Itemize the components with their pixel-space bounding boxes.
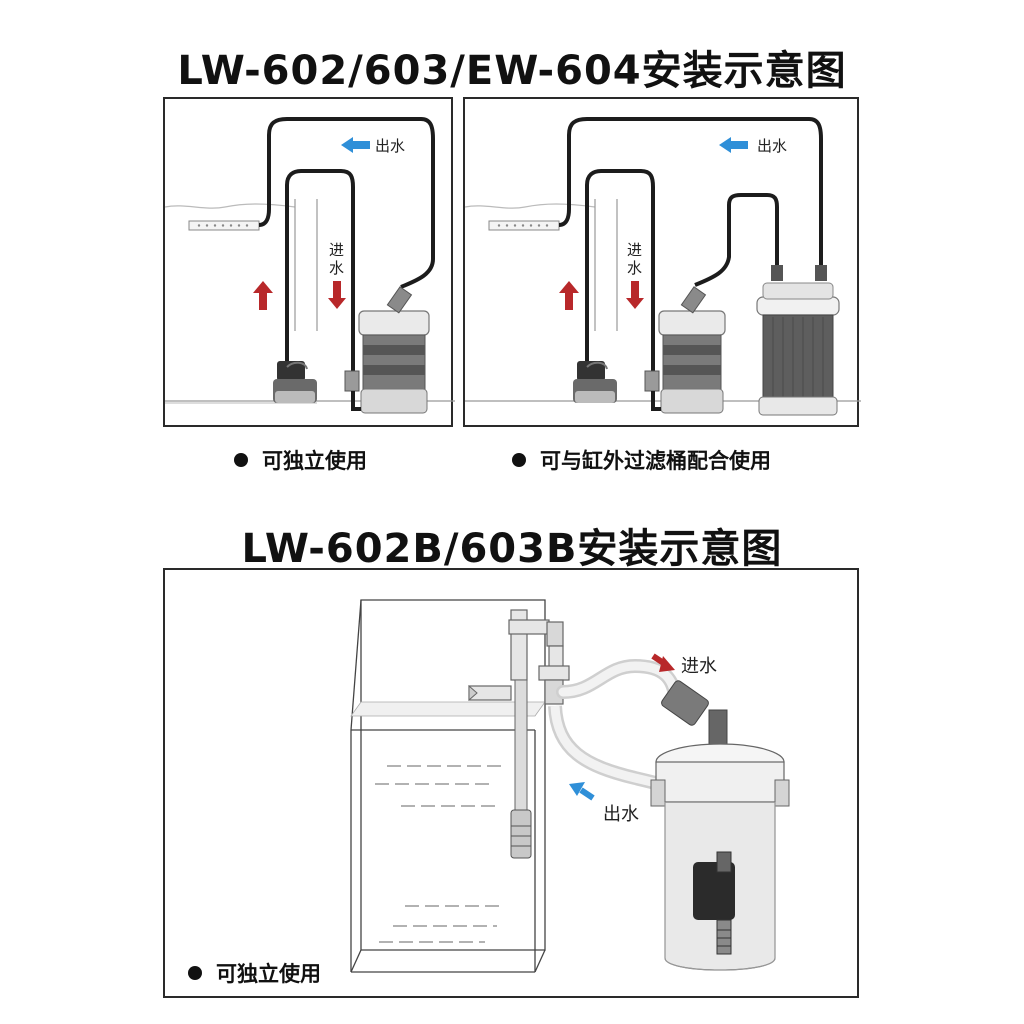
diagram-combined: 出水 进 水 bbox=[463, 97, 861, 427]
inflow-arrow bbox=[328, 281, 346, 309]
caption-bottom-standalone: 可独立使用 bbox=[188, 958, 321, 988]
inflow-hose bbox=[558, 661, 680, 701]
outflow-hose bbox=[558, 117, 823, 267]
water-lines bbox=[375, 765, 505, 943]
title-top: LW-602/603/EW-604安装示意图 bbox=[177, 48, 847, 94]
submersible-pump bbox=[573, 361, 617, 403]
caption-bottom-text: 可独立使用 bbox=[216, 962, 321, 986]
external-filter-bucket bbox=[756, 265, 840, 416]
spray-holes bbox=[197, 224, 249, 227]
inflow-hose bbox=[585, 169, 655, 377]
bullet-icon bbox=[234, 453, 248, 467]
outflow-arrow bbox=[341, 137, 370, 153]
inflow-arrow bbox=[651, 653, 675, 672]
outflow-label: 出水 bbox=[375, 137, 405, 155]
inflow-arrow bbox=[626, 281, 644, 309]
overflow-pipe bbox=[468, 609, 570, 859]
diagram-bottom: 进水 出水 bbox=[163, 568, 859, 998]
pump-up-arrow bbox=[253, 281, 273, 310]
filter-canister bbox=[644, 286, 726, 414]
spray-holes bbox=[497, 224, 549, 227]
inflow-label-bottom: 水 bbox=[627, 259, 642, 277]
outflow-arrow bbox=[569, 782, 595, 801]
outflow-label: 出水 bbox=[757, 137, 787, 155]
outflow-hose bbox=[258, 117, 435, 289]
inflow-label: 进水 bbox=[681, 656, 717, 677]
inflow-label-bottom: 水 bbox=[329, 259, 344, 277]
bullet-icon bbox=[188, 966, 202, 980]
water-line bbox=[165, 203, 296, 209]
caption-standalone: 可独立使用 bbox=[234, 445, 367, 475]
caption-combined: 可与缸外过滤桶配合使用 bbox=[512, 445, 771, 475]
filter-canister bbox=[344, 286, 430, 414]
combined-illustration: 出水 进 水 bbox=[465, 117, 861, 416]
submersible-pump bbox=[273, 361, 317, 403]
outflow-label: 出水 bbox=[603, 804, 639, 825]
bullet-icon bbox=[512, 453, 526, 467]
outflow-arrow bbox=[719, 137, 748, 153]
connector-hose bbox=[694, 193, 779, 287]
standalone-illustration: 出水 进 水 bbox=[165, 117, 455, 414]
title-bottom: LW-602B/603B安装示意图 bbox=[241, 526, 783, 572]
glass-tank bbox=[350, 599, 546, 973]
inflow-label-top: 进 bbox=[627, 241, 642, 259]
inflow-hose bbox=[285, 169, 355, 377]
caption-combined-text: 可与缸外过滤桶配合使用 bbox=[540, 449, 771, 473]
inflow-label-top: 进 bbox=[329, 241, 344, 259]
diagram-standalone: 出水 进 水 bbox=[163, 97, 455, 427]
bottom-illustration: 进水 出水 bbox=[350, 599, 790, 973]
pump-up-arrow bbox=[559, 281, 579, 310]
water-line bbox=[465, 203, 596, 209]
caption-standalone-text: 可独立使用 bbox=[262, 449, 367, 473]
filter-canister bbox=[650, 680, 790, 971]
